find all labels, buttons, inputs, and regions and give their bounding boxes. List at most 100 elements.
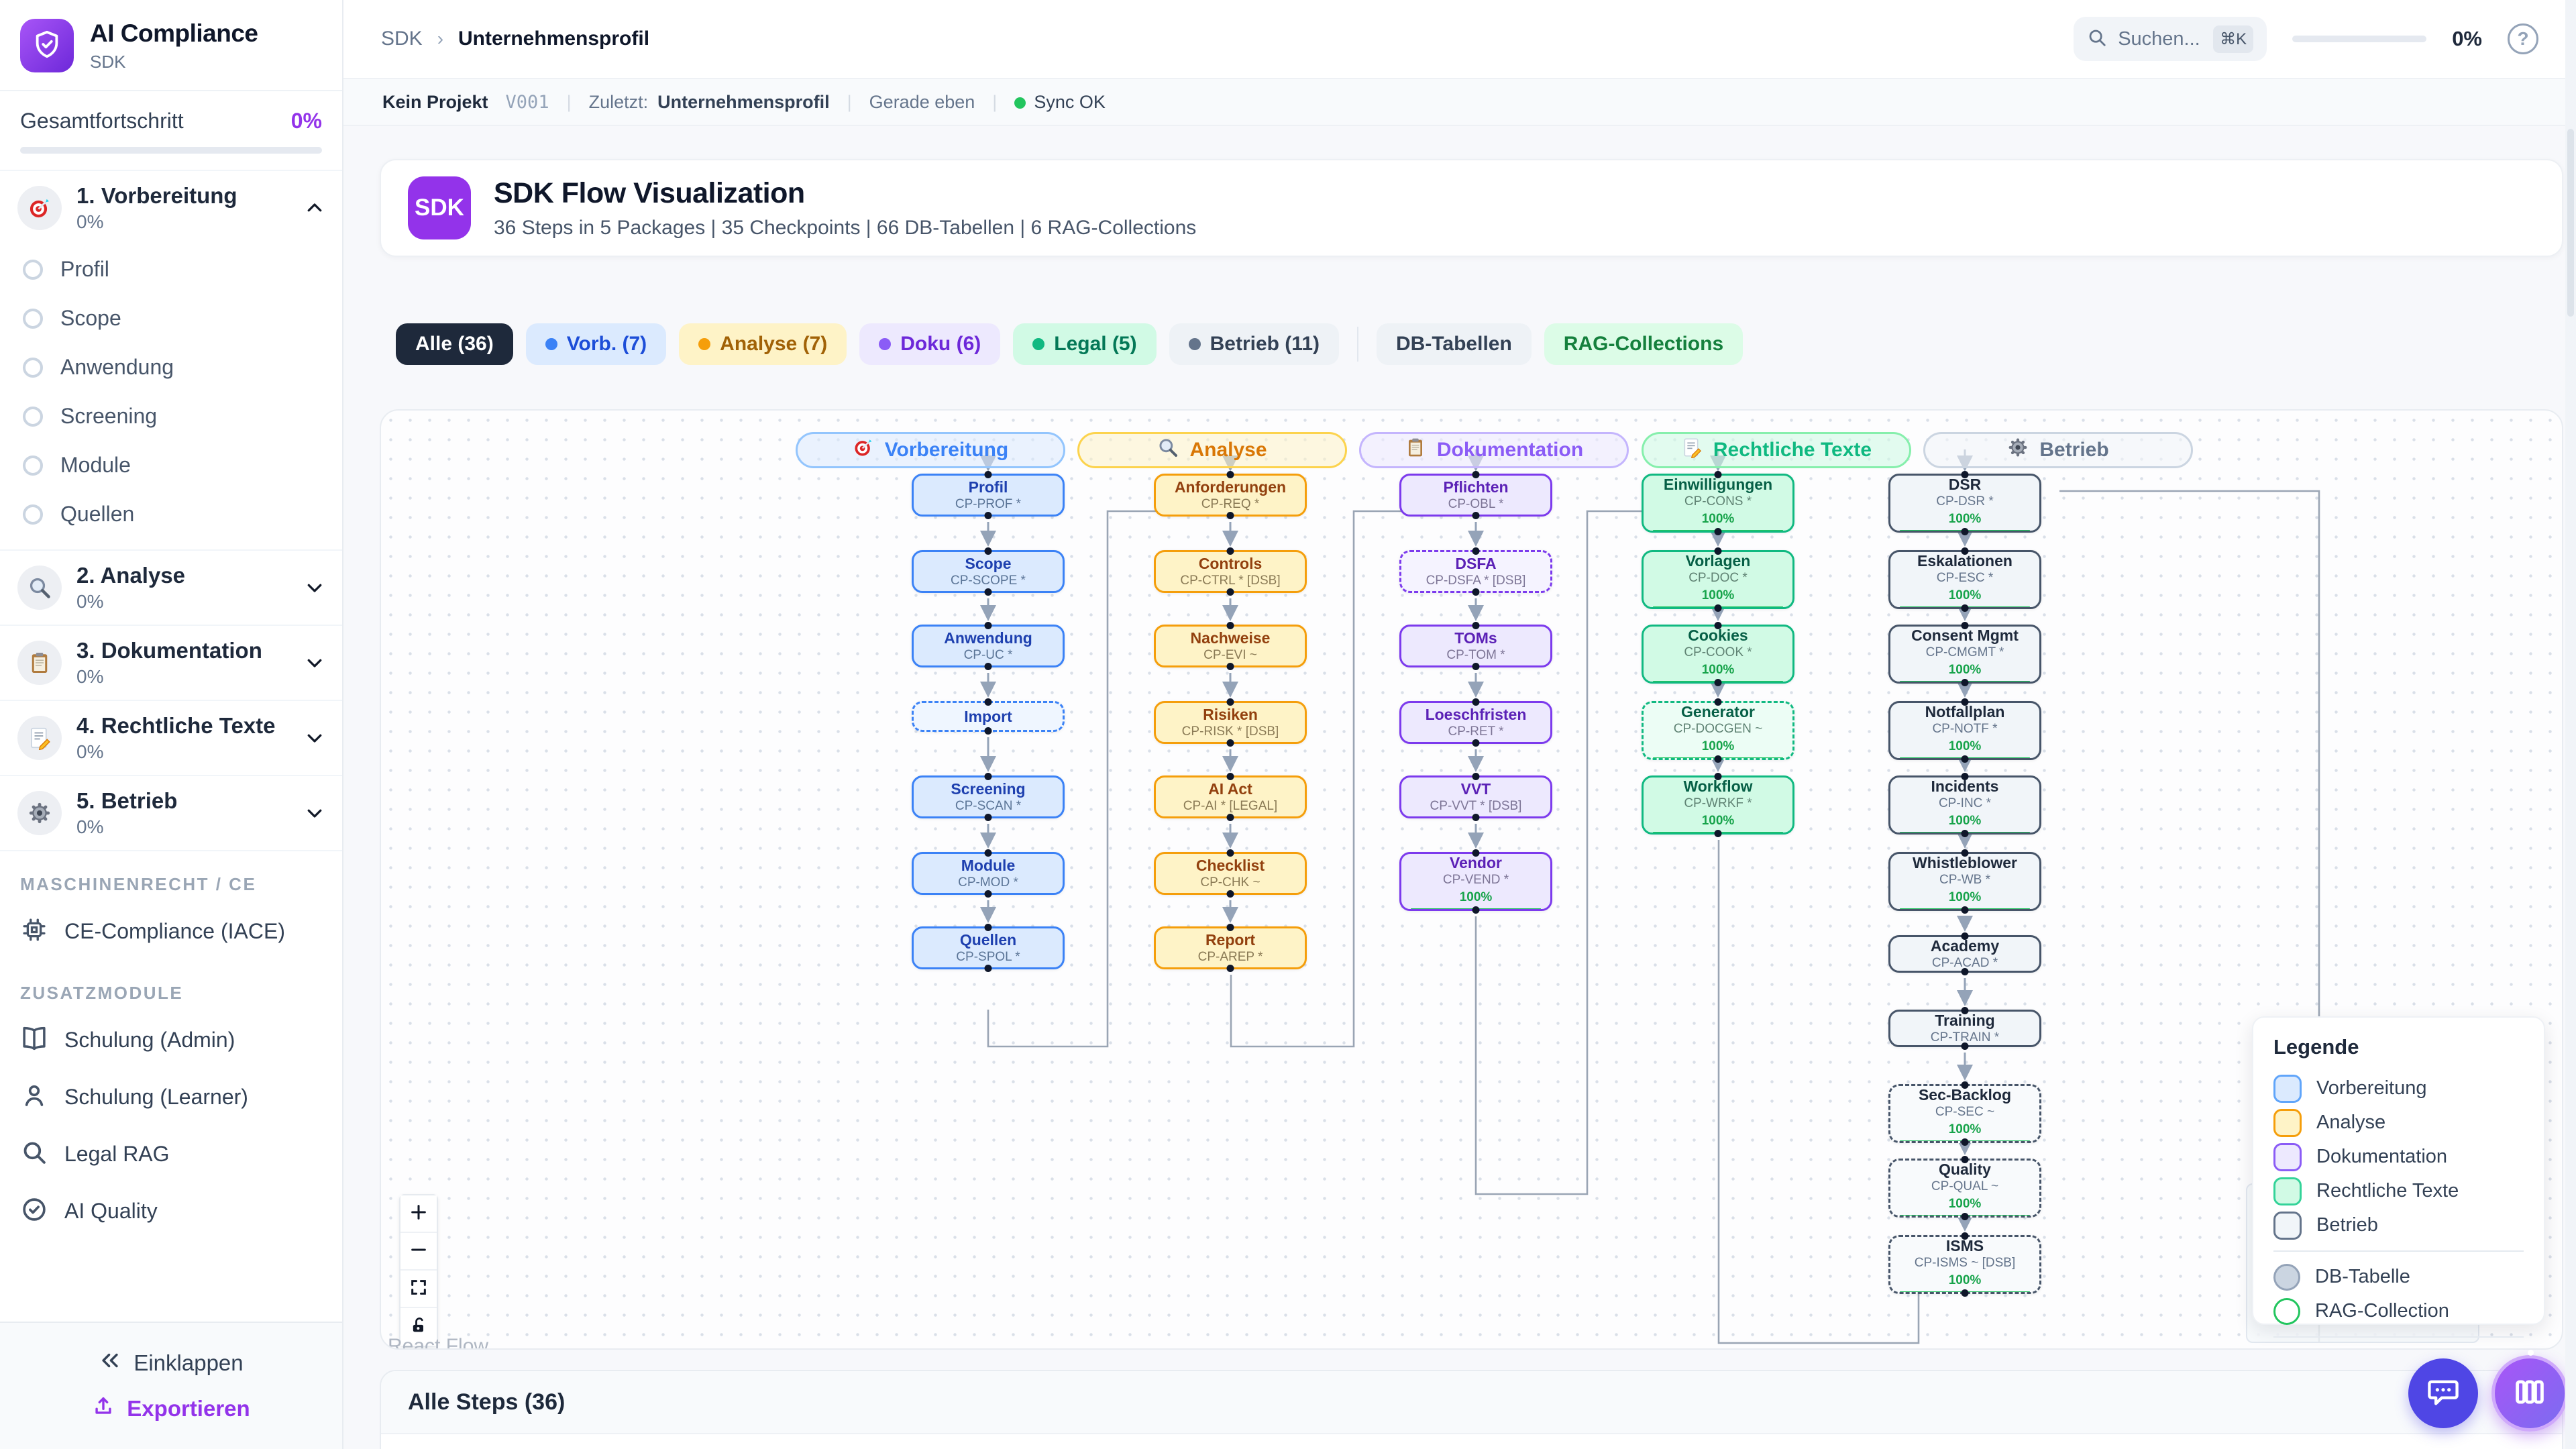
export-button[interactable]: Exportieren (92, 1395, 250, 1423)
flow-node-import[interactable]: Import (912, 701, 1065, 732)
filter-pill-alle-36-[interactable]: Alle (36) (396, 323, 513, 365)
status-divider: | (566, 91, 572, 112)
react-flow-canvas[interactable]: Legende Vorbereitung Analyse Dokumentation… (380, 409, 2563, 1350)
sidebar-item-schulung-learner-[interactable]: Schulung (Learner) (0, 1069, 342, 1126)
search-input[interactable]: Suchen... ⌘K (2074, 17, 2267, 61)
breadcrumb-sdk[interactable]: SDK (381, 28, 423, 50)
phase-header-3[interactable]: 3. Dokumentation 0% (0, 626, 342, 700)
sidebar-item-module[interactable]: Module (0, 441, 342, 490)
node-label: ISMS (1945, 1237, 1984, 1254)
phase-header-5[interactable]: 5. Betrieb 0% (0, 776, 342, 850)
phase-percent: 0% (76, 816, 104, 837)
group-header-dokumentation[interactable]: Dokumentation (1359, 432, 1629, 468)
sidebar-item-ai-quality[interactable]: AI Quality (0, 1183, 342, 1240)
fit-view-button[interactable] (400, 1271, 437, 1308)
node-code: CP-VVT * [DSB] (1430, 799, 1522, 814)
search-shortcut-badge: ⌘K (2213, 25, 2254, 53)
phase-header-1[interactable]: 1. Vorbereitung 0% (0, 171, 342, 245)
sidebar-item-legal-rag[interactable]: Legal RAG (0, 1126, 342, 1183)
last-label: Zuletzt: (588, 91, 649, 112)
node-code: CP-TOM * (1446, 648, 1505, 663)
sidebar-item-schulung-admin-[interactable]: Schulung (Admin) (0, 1012, 342, 1069)
filter-pill-analyse-7-[interactable]: Analyse (7) (679, 323, 847, 365)
page-scrollbar[interactable] (2565, 0, 2576, 1449)
unlock-icon (409, 1316, 428, 1338)
sidebar-item-ce-compliance-iace-[interactable]: CE-Compliance (IACE) (0, 903, 342, 960)
react-flow-attribution[interactable]: React Flow (388, 1335, 489, 1350)
kanban-fab-button[interactable] (2491, 1355, 2568, 1432)
kanban-icon (2512, 1375, 2547, 1413)
group-header-vorbereitung[interactable]: Vorbereitung (796, 432, 1065, 468)
phase-header-4[interactable]: 4. Rechtliche Texte 0% (0, 701, 342, 775)
lock-toggle-button[interactable] (400, 1308, 437, 1346)
collapse-sidebar-button[interactable]: Einklappen (99, 1349, 244, 1377)
phase-header-2[interactable]: 2. Analyse 0% (0, 551, 342, 625)
filter-pill-betrieb-11-[interactable]: Betrieb (11) (1169, 323, 1339, 365)
legend-title: Legende (2273, 1035, 2359, 1059)
chat-fab-button[interactable] (2408, 1358, 2478, 1428)
group-header-analyse[interactable]: Analyse (1077, 432, 1347, 468)
node-code: CP-RET * (1448, 724, 1504, 739)
filter-pill-vorb-7-[interactable]: Vorb. (7) (525, 323, 667, 365)
sidebar-item-screening[interactable]: Screening (0, 392, 342, 441)
node-code: CP-REQ * (1201, 497, 1260, 512)
search-icon (2087, 28, 2107, 51)
node-progress-bar (1653, 681, 1783, 682)
sidebar-item-profil[interactable]: Profil (0, 245, 342, 294)
sidebar-item-anwendung[interactable]: Anwendung (0, 343, 342, 392)
filter-pill-legal-5-[interactable]: Legal (5) (1013, 323, 1157, 365)
zoom-out-button[interactable] (400, 1233, 437, 1271)
step-status-ring-icon (23, 504, 43, 525)
node-progress-bar (1900, 1215, 2030, 1216)
step-label: Screening (60, 404, 158, 428)
filter-pill-rag-collections[interactable]: RAG-Collections (1544, 323, 1743, 365)
filter-pill-doku-6-[interactable]: Doku (6) (859, 323, 1001, 365)
help-icon[interactable]: ? (2508, 23, 2538, 54)
group-header-betrieb[interactable]: Betrieb (1923, 432, 2193, 468)
node-progress-value: 100% (1459, 890, 1493, 905)
sidebar-item-scope[interactable]: Scope (0, 294, 342, 343)
sidebar-item-quellen[interactable]: Quellen (0, 490, 342, 539)
filter-pill-db-tabellen[interactable]: DB-Tabellen (1377, 323, 1532, 365)
node-label: Profil (968, 478, 1008, 496)
group-header-rechtliche-texte[interactable]: Rechtliche Texte (1642, 432, 1911, 468)
zoom-in-button[interactable] (400, 1195, 437, 1233)
